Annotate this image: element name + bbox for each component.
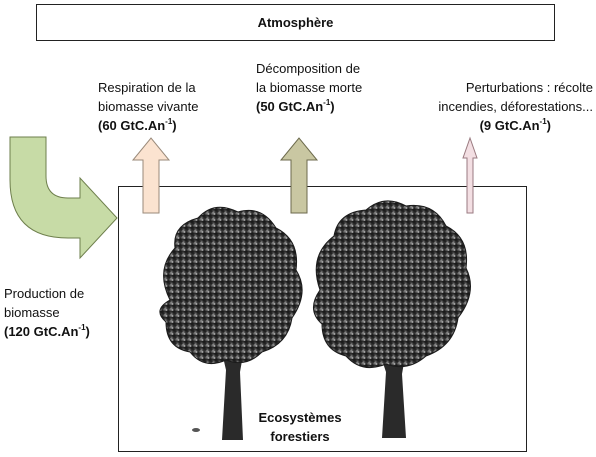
perturbations-label: Perturbations : récolte incendies, défor…: [408, 78, 593, 135]
perturbations-arrow: [462, 136, 478, 214]
ecosystem-line2: forestiers: [270, 429, 330, 444]
perturbations-value-line: (9 GtC.An-1): [408, 116, 593, 135]
respiration-label: Respiration de la biomasse vivante (60 G…: [98, 78, 198, 135]
atmosphere-label: Atmosphère: [257, 15, 334, 30]
respiration-value: (60 GtC.An: [98, 118, 166, 133]
production-line1: Production de: [4, 286, 85, 301]
production-arrow: [9, 136, 118, 260]
perturbations-exp: -1: [539, 117, 547, 126]
decomposition-arrow: [279, 137, 319, 214]
decomposition-exp: -1: [323, 98, 331, 107]
production-exp: -1: [78, 323, 86, 332]
production-value: (120 GtC.An: [4, 324, 79, 339]
decomposition-line2: la biomasse morte: [256, 80, 363, 95]
tree-right-icon: [313, 200, 471, 438]
perturbations-line1: Perturbations : récolte: [465, 80, 593, 95]
respiration-exp: -1: [165, 117, 173, 126]
decomposition-close: ): [330, 99, 335, 114]
ecosystem-label: Ecosystèmes forestiers: [220, 408, 380, 446]
forest-ecosystem-box: [118, 186, 527, 452]
production-label: Production de biomasse (120 GtC.An-1): [4, 284, 90, 341]
decomposition-value: (50 GtC.An: [256, 99, 324, 114]
perturbations-value: (9 GtC.An: [479, 118, 540, 133]
decomposition-label: Décomposition de la biomasse morte (50 G…: [256, 59, 362, 116]
decomposition-line1: Décomposition de: [256, 61, 361, 76]
perturbations-line2: incendies, déforestations...: [438, 99, 593, 114]
ecosystem-line1: Ecosystèmes: [258, 410, 342, 425]
production-line2: biomasse: [4, 305, 60, 320]
respiration-line2: biomasse vivante: [98, 99, 199, 114]
atmosphere-box: Atmosphère: [36, 4, 555, 41]
tree-left-icon: [159, 206, 303, 440]
respiration-arrow: [131, 137, 171, 214]
respiration-value-line: (60 GtC.An-1): [98, 116, 198, 135]
production-close: ): [85, 324, 90, 339]
respiration-close: ): [172, 118, 177, 133]
decomposition-value-line: (50 GtC.An-1): [256, 97, 362, 116]
respiration-line1: Respiration de la: [98, 80, 196, 95]
production-value-line: (120 GtC.An-1): [4, 322, 90, 341]
perturbations-close: ): [546, 118, 551, 133]
